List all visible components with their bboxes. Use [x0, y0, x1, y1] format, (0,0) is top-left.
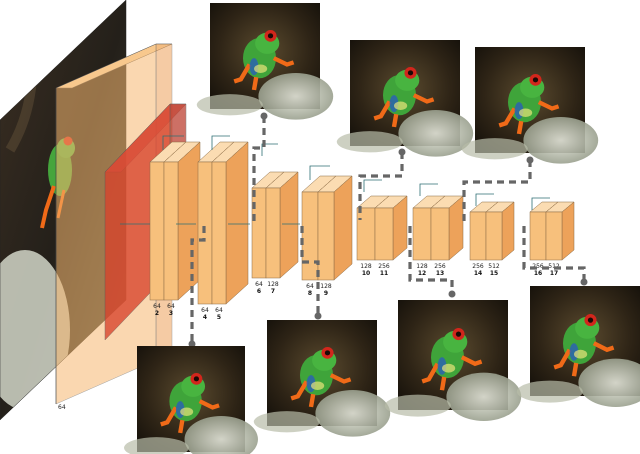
block-channel-label: 512: [488, 263, 500, 270]
conv-block-13: [430, 195, 464, 261]
block-index-label: 15: [490, 270, 498, 277]
block-channel-label: 64: [167, 303, 175, 310]
block-index-label: 10: [362, 270, 370, 277]
block-channel-label: 64: [306, 283, 314, 290]
block-channel-label: 256: [434, 263, 446, 270]
frog-activation-image: [337, 40, 473, 157]
block-index-label: 11: [380, 270, 388, 277]
frog-activation-image: [517, 286, 640, 407]
block-channel-label: 256: [472, 263, 484, 270]
conv-block-11: [374, 195, 408, 261]
block-channel-label: 128: [360, 263, 372, 270]
frog-activation-image: [462, 47, 598, 164]
block-index-label: 13: [436, 270, 444, 277]
block-index-label: 5: [217, 314, 221, 321]
block-index-label: 2: [155, 310, 159, 317]
block-channel-label: 64: [201, 307, 209, 314]
block-index-label: 14: [474, 270, 482, 277]
frog-activation-image: [254, 320, 390, 437]
block-channel-label: 128: [320, 283, 332, 290]
block-channel-label: 256: [378, 263, 390, 270]
block-index-label: 17: [550, 270, 558, 277]
block-index-label: 3: [169, 310, 173, 317]
frog-activation-image: [197, 3, 333, 120]
conv-block-15: [485, 201, 515, 261]
conv-block-3: [163, 141, 201, 301]
conv-block-17: [545, 201, 575, 261]
conv-block-5: [211, 141, 249, 305]
block-index-label: 16: [534, 270, 542, 277]
block-index-label: 7: [271, 288, 275, 295]
block-channel-label: 128: [416, 263, 428, 270]
block-index-label: 12: [418, 270, 426, 277]
block-channel-label: 64: [215, 307, 223, 314]
flow-arrows: [120, 135, 550, 225]
block-channel-label: 128: [267, 281, 279, 288]
block-index-label: 9: [324, 290, 328, 297]
feature-map-connectors: [188, 112, 588, 348]
block-channel-label: 256: [532, 263, 544, 270]
block-index-label: 6: [257, 288, 261, 295]
block-channel-label: 64: [153, 303, 161, 310]
block-channel-label: 64: [255, 281, 263, 288]
conv-block-9: [317, 175, 353, 281]
input-channel-label: 64: [58, 404, 66, 411]
conv-block-7: [265, 171, 299, 279]
conv-blocks: [149, 141, 575, 305]
frog-activation-image: [124, 346, 258, 454]
frog-activation-image: [385, 300, 521, 421]
block-index-label: 8: [308, 290, 312, 297]
block-index-label: 4: [203, 314, 207, 321]
